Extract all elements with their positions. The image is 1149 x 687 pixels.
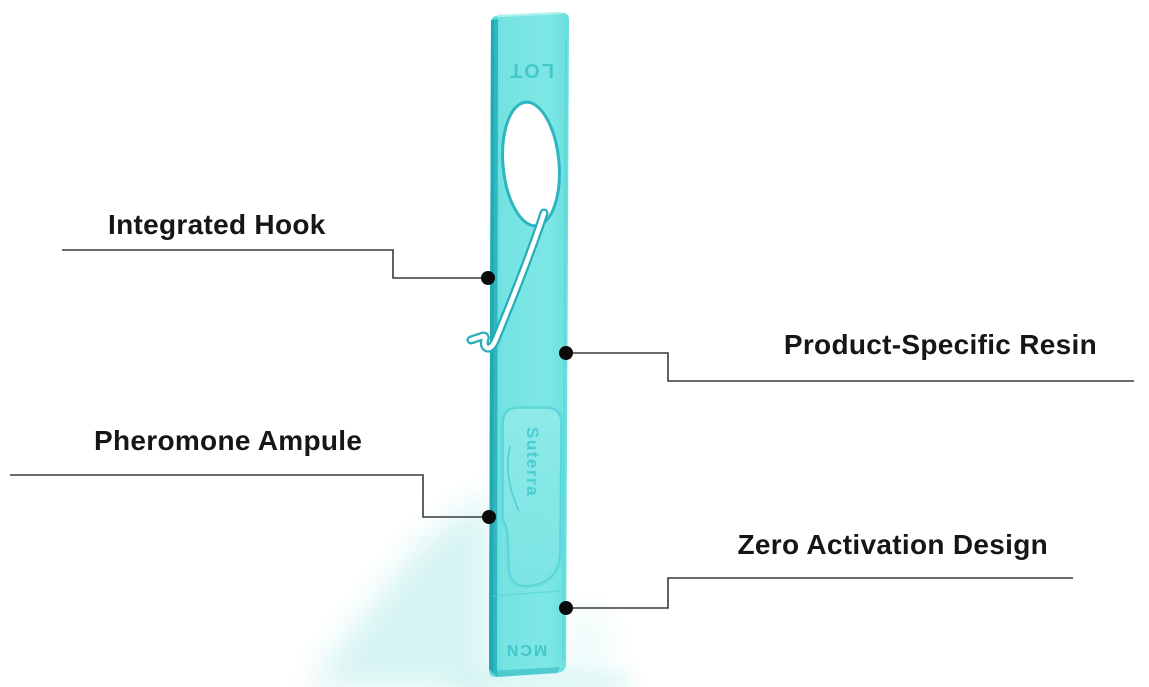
integrated-hook-slot — [468, 210, 547, 351]
lot-emboss-text: LOT — [508, 59, 554, 81]
mcn-emboss-text: MCN — [505, 641, 547, 658]
callout-line-integrated-hook — [62, 249, 482, 279]
product-top-edge-highlight — [496, 11, 562, 18]
suterra-emboss-text: Suterra — [523, 427, 542, 497]
callout-line-pheromone-ampule — [10, 474, 483, 518]
callout-dot-integrated-hook — [481, 271, 495, 285]
callout-label-zero-activation-design: Zero Activation Design — [737, 529, 1048, 560]
callout-label-pheromone-ampule: Pheromone Ampule — [94, 425, 363, 456]
callout-line-zero-activation-design — [572, 577, 1073, 609]
product-shadow — [308, 492, 489, 687]
callout-label-integrated-hook: Integrated Hook — [108, 209, 326, 240]
callout-label-product-specific-resin: Product-Specific Resin — [783, 329, 1097, 360]
callout-dot-product-specific-resin — [559, 346, 573, 360]
callout-dot-pheromone-ampule — [482, 510, 496, 524]
ampule-blister — [502, 407, 562, 587]
callout-line-product-specific-resin — [572, 352, 1134, 382]
product-shadow-right — [558, 608, 614, 687]
callout-dot-zero-activation-design — [559, 601, 573, 615]
bottom-step-line — [490, 590, 562, 597]
product-bottom-edge-face — [490, 667, 560, 677]
suterra-swoosh — [507, 445, 520, 512]
